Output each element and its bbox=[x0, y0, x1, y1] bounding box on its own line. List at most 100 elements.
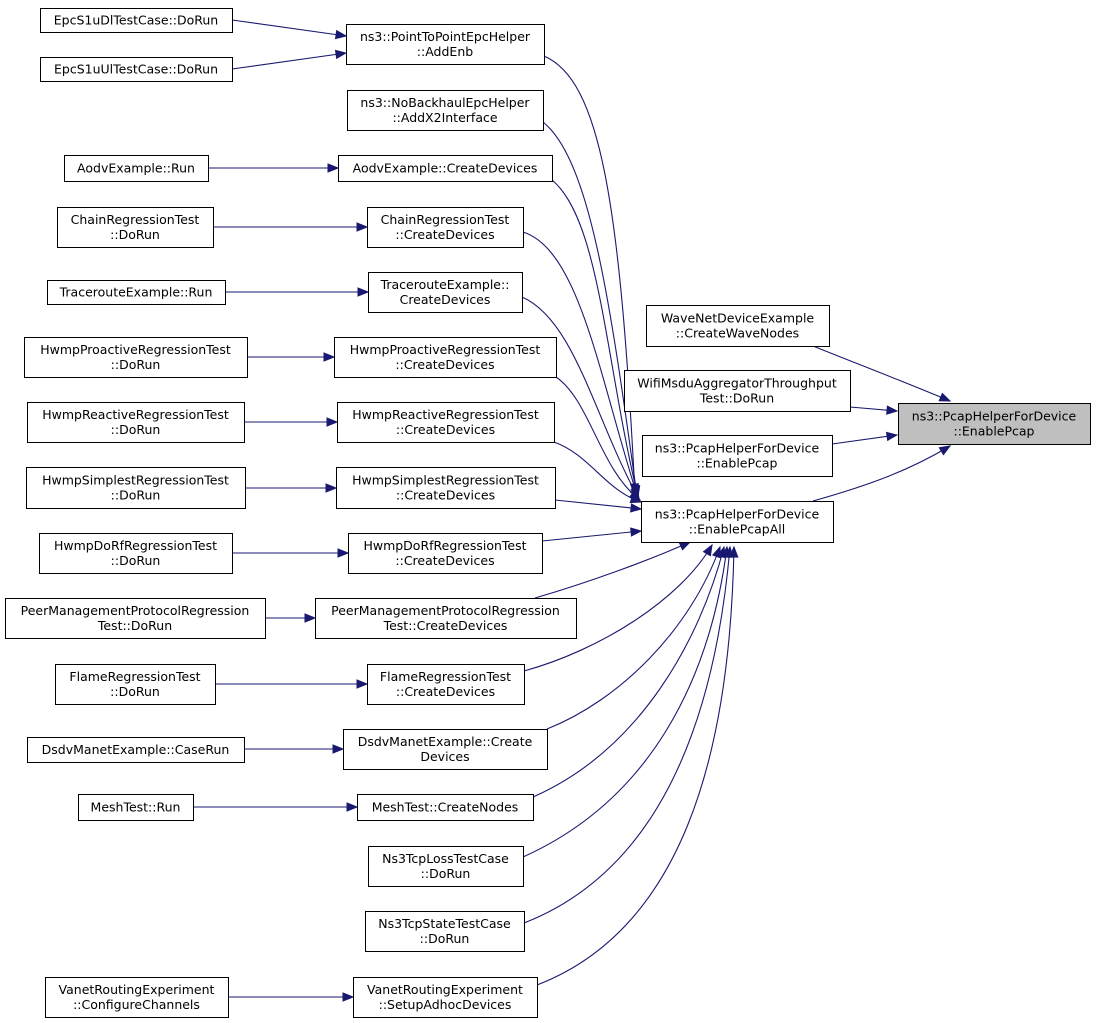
node-box bbox=[353, 977, 538, 1018]
call-edge bbox=[551, 179, 641, 499]
node-label: FlameRegressionTest bbox=[380, 669, 511, 684]
node-box bbox=[346, 24, 545, 65]
node-box bbox=[24, 337, 248, 378]
node-label: EpcS1uDlTestCase::DoRun bbox=[54, 13, 218, 28]
node-box bbox=[642, 435, 833, 477]
node-label: PeerManagementProtocolRegression bbox=[21, 603, 250, 618]
edge-line bbox=[536, 546, 735, 986]
node-addenb[interactable]: ns3::PointToPointEpcHelper::AddEnb bbox=[346, 24, 545, 65]
node-box bbox=[334, 337, 557, 378]
node-pmcd[interactable]: PeerManagementProtocolRegressionTest::Cr… bbox=[315, 598, 577, 639]
node-label: ChainRegressionTest bbox=[71, 212, 200, 227]
node-dscd[interactable]: DsdvManetExample::CreateDevices bbox=[343, 729, 548, 770]
arrowhead bbox=[334, 49, 348, 60]
node-meshcn[interactable]: MeshTest::CreateNodes bbox=[357, 794, 534, 821]
node-label: ns3::NoBackhaulEpcHelper bbox=[360, 95, 530, 110]
node-box bbox=[315, 598, 577, 639]
node-hpcd[interactable]: HwmpProactiveRegressionTest::CreateDevic… bbox=[334, 337, 557, 378]
node-label: ::AddX2Interface bbox=[392, 110, 497, 125]
edge-line bbox=[534, 541, 691, 599]
node-box bbox=[365, 911, 525, 952]
node-label: DsdvManetExample::Create bbox=[358, 734, 533, 749]
node-box bbox=[337, 402, 555, 443]
node-hsrun[interactable]: HwmpSimplestRegressionTest::DoRun bbox=[26, 467, 246, 509]
node-hdrun[interactable]: HwmpDoRfRegressionTest::DoRun bbox=[39, 533, 233, 574]
edge-line bbox=[541, 530, 642, 542]
edge-line bbox=[831, 434, 898, 445]
node-box bbox=[336, 467, 556, 509]
node-trcd[interactable]: TracerouteExample::CreateDevices bbox=[368, 272, 523, 313]
node-label: Test::DoRun bbox=[97, 618, 172, 633]
node-hdcd[interactable]: HwmpDoRfRegressionTest::CreateDevices bbox=[348, 533, 543, 574]
node-chaincd[interactable]: ChainRegressionTest::CreateDevices bbox=[367, 207, 524, 248]
edge-line bbox=[553, 441, 642, 503]
node-ns3state[interactable]: Ns3TcpStateTestCase::DoRun bbox=[365, 911, 525, 952]
edge-line bbox=[522, 231, 639, 499]
node-label: ::AddEnb bbox=[417, 44, 473, 59]
arrowhead bbox=[325, 483, 338, 493]
node-label: ::EnablePcap bbox=[696, 456, 777, 471]
arrowhead bbox=[357, 287, 370, 297]
arrowhead bbox=[356, 679, 369, 689]
call-edge bbox=[193, 802, 359, 812]
node-x2[interactable]: ns3::NoBackhaulEpcHelper::AddX2Interface bbox=[347, 90, 544, 131]
node-epall[interactable]: ns3::PcapHelperForDevice::EnablePcapAll bbox=[641, 501, 834, 543]
node-aodvcd[interactable]: AodvExample::CreateDevices bbox=[338, 155, 553, 182]
node-label: ::DoRun bbox=[110, 227, 160, 242]
node-label: ::CreateDevices bbox=[396, 422, 495, 437]
node-ns3loss[interactable]: Ns3TcpLossTestCase::DoRun bbox=[368, 846, 524, 887]
node-label: HwmpDoRfRegressionTest bbox=[363, 538, 526, 553]
edge-line bbox=[522, 546, 728, 858]
node-ls2[interactable]: EpcS1uUlTestCase::DoRun bbox=[40, 57, 233, 82]
node-label: ::DoRun bbox=[111, 422, 161, 437]
node-dsrun[interactable]: DsdvManetExample::CaseRun bbox=[27, 737, 245, 763]
node-hrcd[interactable]: HwmpReactiveRegressionTest::CreateDevice… bbox=[337, 402, 555, 443]
node-hscd[interactable]: HwmpSimplestRegressionTest::CreateDevice… bbox=[336, 467, 556, 509]
node-box bbox=[78, 794, 194, 821]
call-edge bbox=[541, 527, 643, 542]
node-target[interactable]: ns3::PcapHelperForDevice::EnablePcap bbox=[898, 403, 1091, 445]
node-label: ns3::PcapHelperForDevice bbox=[912, 409, 1077, 424]
node-label: ::DoRun bbox=[421, 866, 471, 881]
node-label: HwmpProactiveRegressionTest bbox=[350, 342, 541, 357]
node-vrcc[interactable]: VanetRoutingExperiment::ConfigureChannel… bbox=[45, 977, 229, 1018]
arrowhead bbox=[346, 802, 359, 812]
call-edge bbox=[523, 543, 713, 672]
node-aodvrun[interactable]: AodvExample::Run bbox=[64, 155, 209, 182]
node-box bbox=[5, 598, 266, 639]
node-vrsd[interactable]: VanetRoutingExperiment::SetupAdhocDevice… bbox=[353, 977, 538, 1018]
node-meshrun[interactable]: MeshTest::Run bbox=[78, 794, 194, 821]
node-label: ::DoRun bbox=[110, 684, 160, 699]
node-pmrun[interactable]: PeerManagementProtocolRegressionTest::Do… bbox=[5, 598, 266, 639]
node-box bbox=[646, 305, 830, 347]
node-hrrun[interactable]: HwmpReactiveRegressionTest::DoRun bbox=[27, 402, 245, 443]
node-flcd[interactable]: FlameRegressionTest::CreateDevices bbox=[367, 664, 525, 705]
node-flrun[interactable]: FlameRegressionTest::DoRun bbox=[55, 664, 216, 705]
node-label: AodvExample::Run bbox=[77, 161, 195, 176]
node-trrun[interactable]: TracerouteExample::Run bbox=[47, 280, 226, 305]
node-label: DsdvManetExample::CaseRun bbox=[42, 742, 230, 757]
node-label: VanetRoutingExperiment bbox=[367, 982, 523, 997]
edge-line bbox=[542, 121, 638, 497]
call-edge bbox=[244, 417, 339, 427]
node-ep2[interactable]: ns3::PcapHelperForDevice::EnablePcap bbox=[642, 435, 833, 477]
node-ls1[interactable]: EpcS1uDlTestCase::DoRun bbox=[40, 8, 233, 33]
node-chainrun[interactable]: ChainRegressionTest::DoRun bbox=[57, 207, 214, 248]
edge-line bbox=[543, 55, 636, 495]
arrowhead bbox=[356, 222, 369, 232]
node-box bbox=[27, 402, 245, 443]
call-edge bbox=[232, 548, 350, 558]
node-box bbox=[39, 533, 233, 574]
node-label: Ns3TcpLossTestCase bbox=[382, 851, 509, 866]
node-label: ::ConfigureChannels bbox=[73, 997, 200, 1012]
node-wave[interactable]: WaveNetDeviceExample::CreateWaveNodes bbox=[646, 305, 830, 347]
node-box bbox=[57, 207, 214, 248]
arrowhead bbox=[304, 613, 317, 623]
edge-line bbox=[231, 52, 347, 70]
arrowhead bbox=[938, 445, 952, 456]
node-hprun[interactable]: HwmpProactiveRegressionTest::DoRun bbox=[24, 337, 248, 378]
arrowhead bbox=[327, 163, 340, 173]
node-label: CreateDevices bbox=[400, 292, 491, 307]
